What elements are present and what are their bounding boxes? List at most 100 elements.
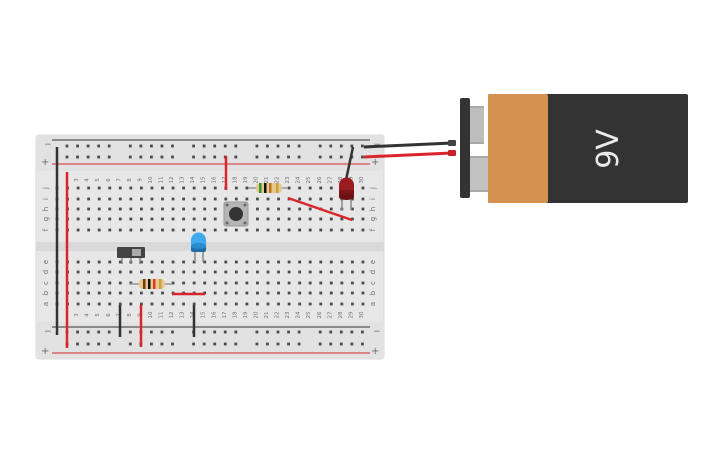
breadboard-hole[interactable] — [203, 270, 207, 274]
breadboard-hole[interactable] — [287, 186, 291, 190]
breadboard-hole[interactable] — [234, 260, 238, 264]
breadboard-hole[interactable] — [203, 197, 207, 201]
breadboard-hole[interactable] — [140, 186, 143, 190]
breadboard-hole[interactable] — [350, 342, 354, 346]
breadboard-hole[interactable] — [192, 260, 196, 264]
breadboard-hole[interactable] — [128, 155, 132, 159]
breadboard-hole[interactable] — [234, 144, 238, 148]
breadboard-hole[interactable] — [255, 342, 259, 346]
breadboard-hole[interactable] — [213, 144, 217, 148]
breadboard-hole[interactable] — [203, 186, 207, 190]
breadboard-hole[interactable] — [277, 302, 280, 306]
breadboard-hole[interactable] — [266, 228, 270, 232]
red-wire-diagonal[interactable] — [287, 196, 353, 222]
breadboard-hole[interactable] — [150, 291, 154, 295]
breadboard-hole[interactable] — [277, 291, 280, 295]
breadboard-hole[interactable] — [161, 197, 164, 201]
breadboard-hole[interactable] — [213, 207, 217, 211]
pushbutton[interactable] — [223, 201, 249, 227]
breadboard-hole[interactable] — [171, 260, 175, 264]
breadboard-hole[interactable] — [319, 291, 323, 295]
breadboard-hole[interactable] — [118, 217, 122, 221]
breadboard-hole[interactable] — [118, 207, 122, 211]
breadboard-hole[interactable] — [129, 291, 133, 295]
breadboard-hole[interactable] — [308, 302, 312, 306]
breadboard-hole[interactable] — [192, 155, 195, 159]
breadboard-hole[interactable] — [245, 291, 249, 295]
breadboard-hole[interactable] — [361, 217, 365, 221]
breadboard-hole[interactable] — [266, 207, 270, 211]
breadboard-hole[interactable] — [192, 207, 196, 211]
breadboard-hole[interactable] — [129, 270, 133, 274]
breadboard-hole[interactable] — [213, 302, 217, 306]
breadboard-hole[interactable] — [319, 302, 323, 306]
breadboard-hole[interactable] — [140, 207, 143, 211]
breadboard-hole[interactable] — [351, 260, 354, 264]
breadboard-hole[interactable] — [224, 291, 228, 295]
breadboard-hole[interactable] — [297, 330, 301, 334]
breadboard-hole[interactable] — [361, 281, 365, 285]
breadboard-hole[interactable] — [318, 155, 322, 159]
breadboard-hole[interactable] — [266, 302, 270, 306]
breadboard-hole[interactable] — [329, 155, 333, 159]
breadboard-hole[interactable] — [182, 207, 185, 211]
breadboard-hole[interactable] — [140, 291, 143, 295]
breadboard-hole[interactable] — [65, 144, 69, 148]
breadboard-hole[interactable] — [234, 281, 238, 285]
breadboard-hole[interactable] — [140, 260, 143, 264]
breadboard-hole[interactable] — [87, 217, 91, 221]
breadboard-hole[interactable] — [266, 217, 270, 221]
breadboard-hole[interactable] — [213, 260, 217, 264]
breadboard-hole[interactable] — [97, 291, 101, 295]
breadboard-hole[interactable] — [319, 228, 323, 232]
breadboard-hole[interactable] — [245, 228, 249, 232]
breadboard-hole[interactable] — [351, 281, 354, 285]
breadboard-hole[interactable] — [97, 342, 101, 346]
breadboard-hole[interactable] — [329, 291, 333, 295]
breadboard-hole[interactable] — [192, 228, 196, 232]
breadboard-hole[interactable] — [213, 270, 217, 274]
breadboard-hole[interactable] — [108, 270, 112, 274]
breadboard-hole[interactable] — [150, 330, 153, 334]
breadboard-hole[interactable] — [298, 260, 302, 264]
breadboard-hole[interactable] — [340, 260, 344, 264]
breadboard-hole[interactable] — [319, 270, 323, 274]
breadboard-hole[interactable] — [224, 260, 228, 264]
breadboard-hole[interactable] — [329, 186, 333, 190]
breadboard-hole[interactable] — [76, 217, 80, 221]
breadboard-hole[interactable] — [118, 281, 122, 285]
breadboard-hole[interactable] — [234, 330, 238, 334]
breadboard-hole[interactable] — [297, 144, 301, 148]
breadboard-hole[interactable] — [171, 330, 174, 334]
breadboard-hole[interactable] — [203, 302, 207, 306]
breadboard-hole[interactable] — [129, 302, 133, 306]
breadboard-hole[interactable] — [97, 155, 101, 159]
breadboard-hole[interactable] — [182, 281, 185, 285]
breadboard-hole[interactable] — [87, 186, 91, 190]
breadboard-hole[interactable] — [87, 270, 91, 274]
breadboard-hole[interactable] — [276, 342, 280, 346]
breadboard-hole[interactable] — [287, 144, 290, 148]
breadboard-hole[interactable] — [107, 330, 111, 334]
breadboard-hole[interactable] — [192, 302, 196, 306]
breadboard-hole[interactable] — [287, 291, 291, 295]
breadboard-hole[interactable] — [266, 270, 270, 274]
breadboard-hole[interactable] — [140, 217, 143, 221]
breadboard-hole[interactable] — [203, 207, 207, 211]
breadboard-hole[interactable] — [118, 270, 122, 274]
breadboard-hole[interactable] — [76, 186, 80, 190]
breadboard-hole[interactable] — [351, 291, 354, 295]
breadboard-hole[interactable] — [129, 186, 133, 190]
breadboard-hole[interactable] — [277, 207, 280, 211]
breadboard-hole[interactable] — [118, 228, 122, 232]
breadboard-hole[interactable] — [76, 270, 80, 274]
breadboard-hole[interactable] — [308, 291, 312, 295]
breadboard-hole[interactable] — [140, 270, 143, 274]
breadboard-hole[interactable] — [203, 281, 207, 285]
breadboard-hole[interactable] — [350, 144, 354, 148]
resistor-top[interactable] — [248, 183, 288, 193]
breadboard-hole[interactable] — [266, 197, 270, 201]
breadboard-hole[interactable] — [339, 155, 343, 159]
wires[interactable] — [55, 141, 453, 348]
breadboard-hole[interactable] — [107, 342, 111, 346]
